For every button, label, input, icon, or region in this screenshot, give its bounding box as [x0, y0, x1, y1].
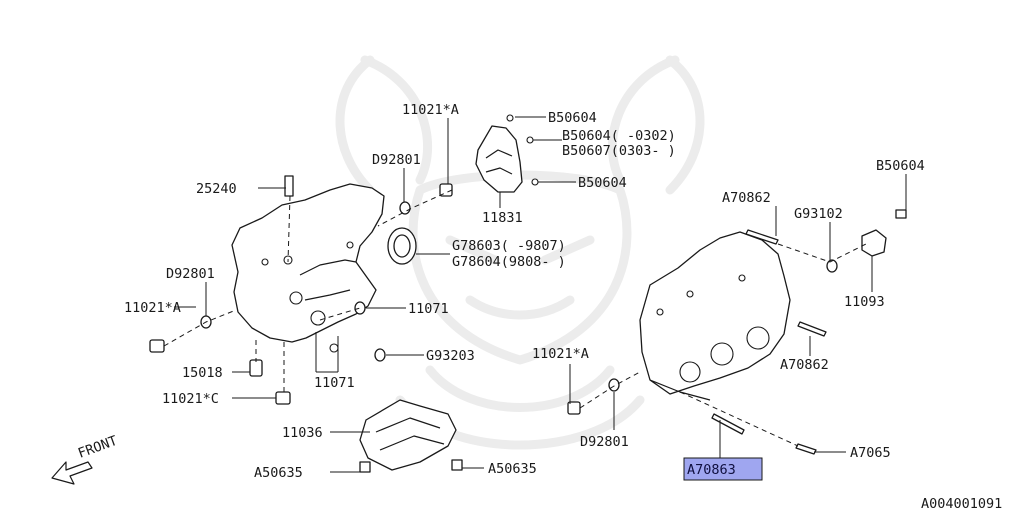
callout-g78604[interactable]: G78604(9808- ): [452, 254, 566, 270]
front-arrow-icon: FRONT: [51, 433, 120, 485]
bracket-11036: [359, 399, 463, 473]
callout-11036[interactable]: 11036: [282, 425, 323, 441]
callout-d92801-top[interactable]: D92801: [372, 152, 421, 168]
callout-a70862-right[interactable]: A70862: [780, 357, 829, 373]
highlight-box: [683, 457, 763, 481]
callout-11021a-right[interactable]: 11021*A: [532, 346, 589, 362]
callout-b50604-right[interactable]: B50604: [876, 158, 925, 174]
assembly-lines: [163, 189, 867, 447]
callout-a50635-left[interactable]: A50635: [254, 465, 303, 481]
watermark-emblem: [335, 55, 705, 450]
front-label: FRONT: [76, 433, 120, 462]
callout-b50604-top[interactable]: B50604: [548, 110, 597, 126]
callout-11021c[interactable]: 11021*C: [162, 391, 219, 407]
callout-labels: B50604 B50604( -0302) B50607(0303- ) B50…: [124, 102, 925, 481]
callout-a50635-right[interactable]: A50635: [488, 461, 537, 477]
diagram-id: A004001091: [921, 496, 1002, 512]
callout-d92801-left[interactable]: D92801: [166, 266, 215, 282]
oil-seal-g78603: [387, 227, 417, 265]
callout-g93102[interactable]: G93102: [794, 206, 843, 222]
callout-25240[interactable]: 25240: [196, 181, 237, 197]
rear-cover-11831: [475, 114, 539, 193]
callout-11071-a[interactable]: 11071: [408, 301, 449, 317]
callout-11071-b[interactable]: 11071: [314, 375, 355, 391]
callout-g78603[interactable]: G78603( -9807): [452, 238, 566, 254]
bolts: [149, 229, 827, 455]
callout-11021a-left[interactable]: 11021*A: [124, 300, 181, 316]
left-crankcase: [231, 183, 385, 353]
callout-11093[interactable]: 11093: [844, 294, 885, 310]
callout-11021a-top[interactable]: 11021*A: [402, 102, 459, 118]
leader-lines: [174, 116, 907, 473]
callout-b50607-0303[interactable]: B50607(0303- ): [562, 143, 676, 159]
callout-15018[interactable]: 15018: [182, 365, 223, 381]
callout-a7065[interactable]: A7065: [850, 445, 891, 461]
callout-a70862-top[interactable]: A70862: [722, 190, 771, 206]
callout-b50604-mid[interactable]: B50604: [578, 175, 627, 191]
callout-g93203[interactable]: G93203: [426, 348, 475, 364]
callout-b50604-0302[interactable]: B50604( -0302): [562, 128, 676, 144]
right-crankcase: [639, 231, 791, 401]
callout-11831[interactable]: 11831: [482, 210, 523, 226]
callout-d92801-bottom[interactable]: D92801: [580, 434, 629, 450]
callout-a70863[interactable]: A70863: [687, 462, 736, 478]
bracket-11093: [826, 209, 907, 273]
